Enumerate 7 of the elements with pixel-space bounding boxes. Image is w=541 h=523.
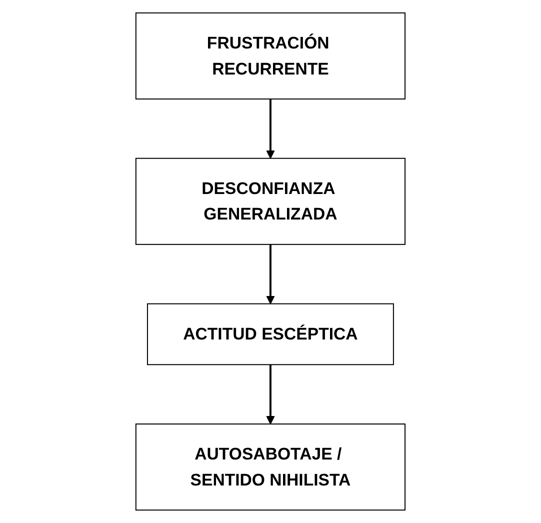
- node-box: FRUSTRACIÓN RECURRENTE: [135, 12, 406, 100]
- node-box: ACTITUD ESCÉPTICA: [147, 303, 394, 366]
- arrow: [266, 99, 275, 159]
- node-box: DESCONFIANZA GENERALIZADA: [135, 158, 406, 245]
- arrow: [266, 244, 275, 304]
- node-box: AUTOSABOTAJE / SENTIDO NIHILISTA: [135, 424, 406, 511]
- arrow: [266, 364, 275, 424]
